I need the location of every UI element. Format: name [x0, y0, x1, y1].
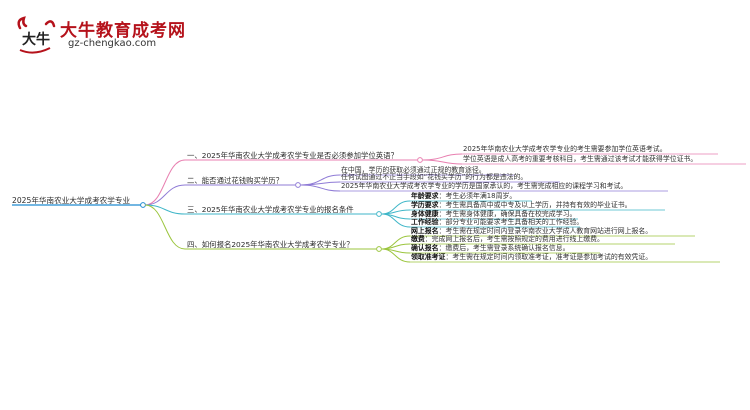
- leaf-4-1-key: 网上报名: [411, 227, 439, 235]
- leaf-1-1: 2025年华南农业大学成考农学专业的考生需要参加学位英语考试。: [463, 145, 667, 153]
- logo-title: 大牛教育成考网: [60, 21, 186, 41]
- leaf-4-4: 领取准考证：考生需在规定时间内领取准考证，准考证是参加考试的有效凭证。: [411, 253, 652, 262]
- leaf-3-4-text: ：部分专业可能要求考生具备相关的工作经验。: [438, 218, 584, 226]
- connector-leaf-4-1: [381, 235, 411, 250]
- branch-3-dot: [376, 211, 382, 217]
- connector-branch-4: [144, 204, 186, 250]
- leaf-2-1: 在中国，学历的获取必须通过正规的教育途径。: [341, 166, 486, 174]
- leaf-3-3-key: 身体健康: [411, 210, 439, 218]
- connector-leaf-1-1: [422, 153, 463, 161]
- leaf-3-2: 学历要求：考生需具备高中或中专及以上学历，并持有有效的毕业证书。: [411, 201, 632, 210]
- leaf-4-1-text: ：考生需在规定时间内登录华南农业大学成人教育网站进行网上报名。: [438, 227, 653, 235]
- leaf-2-2: 任何试图通过不正当手段如“花钱买学历”的行为都是违法的。: [341, 173, 528, 181]
- leaf-3-1-key: 年龄要求: [411, 192, 439, 200]
- connector-leaf-3-4: [381, 213, 411, 228]
- leaf-4-4-key: 领取准考证: [411, 253, 446, 261]
- root-connector-dot: [140, 202, 146, 208]
- leaf-3-4-key: 工作经验: [411, 218, 439, 226]
- ox-logo-icon: 大牛: [17, 16, 56, 54]
- leaf-3-2-text: ：考生需具备高中或中专及以上学历，并持有有效的毕业证书。: [438, 201, 632, 209]
- root-node[interactable]: 2025年华南农业大学成考农学专业: [12, 196, 131, 205]
- connector-leaf-1-2: [422, 159, 463, 165]
- branch-2-label[interactable]: 二、能否通过花钱购买学历？: [187, 176, 284, 185]
- branch-1-label[interactable]: 一、2025年华南农业大学成考农学专业是否必须参加学位英语？: [187, 151, 398, 160]
- connector-leaf-2-2: [300, 181, 341, 186]
- leaf-3-1: 年龄要求：考生必须年满18周岁。: [411, 192, 516, 201]
- leaf-3-1-text: ：考生必须年满18周岁。: [438, 192, 517, 200]
- leaf-4-2: 缴费：完成网上报名后，考生需按照规定的费用进行线上缴费。: [411, 235, 604, 244]
- branch-4-label[interactable]: 四、如何报名2025年华南农业大学成考农学专业？: [187, 240, 354, 249]
- connector-branch-3: [144, 204, 186, 215]
- connector-leaf-2-3: [300, 184, 341, 192]
- leaf-1-2: 学位英语是成人高考的重要考核科目，考生需通过该考试才能获得学位证书。: [463, 155, 698, 163]
- site-logo[interactable]: 大牛 大牛教育成考网 gz-chengkao.com: [14, 14, 224, 54]
- leaf-4-3-key: 确认报名: [411, 244, 439, 252]
- logo-url: gz-chengkao.com: [68, 38, 157, 49]
- branch-4-dot: [376, 246, 382, 252]
- leaf-4-1: 网上报名：考生需在规定时间内登录华南农业大学成人教育网站进行网上报名。: [411, 227, 652, 236]
- branch-1-dot: [417, 157, 423, 163]
- leaf-4-2-key: 缴费: [411, 235, 425, 243]
- connector-branch-2: [144, 184, 186, 206]
- leaf-2-3: 2025年华南农业大学成考农学专业的学历是国家承认的，考生需完成相应的课程学习和…: [341, 182, 628, 190]
- leaf-4-2-text: ：完成网上报名后，考生需按照规定的费用进行线上缴费。: [424, 235, 604, 243]
- connector-branch-1: [144, 159, 186, 206]
- logo-mark-text: 大牛: [22, 31, 50, 48]
- leaf-4-4-text: ：考生需在规定时间内领取准考证，准考证是参加考试的有效凭证。: [445, 253, 653, 261]
- leaf-4-3-text: ：缴费后，考生需登录系统确认报名信息。: [438, 244, 570, 252]
- leaf-3-2-key: 学历要求: [411, 201, 439, 209]
- branch-2-dot: [295, 182, 301, 188]
- connector-leaf-4-2: [381, 243, 411, 250]
- leaf-3-4: 工作经验：部分专业可能要求考生具备相关的工作经验。: [411, 218, 583, 227]
- connector-leaf-4-4: [381, 248, 411, 263]
- leaf-3-3-text: ：考生需身体健康，确保具备在校完成学习。: [438, 210, 577, 218]
- connector-leaf-3-2: [381, 209, 411, 215]
- leaf-4-3: 确认报名：缴费后，考生需登录系统确认报名信息。: [411, 244, 569, 253]
- leaf-3-3: 身体健康：考生需身体健康，确保具备在校完成学习。: [411, 210, 576, 219]
- branch-3-label[interactable]: 三、2025年华南农业大学成考农学专业的报名条件: [187, 205, 354, 214]
